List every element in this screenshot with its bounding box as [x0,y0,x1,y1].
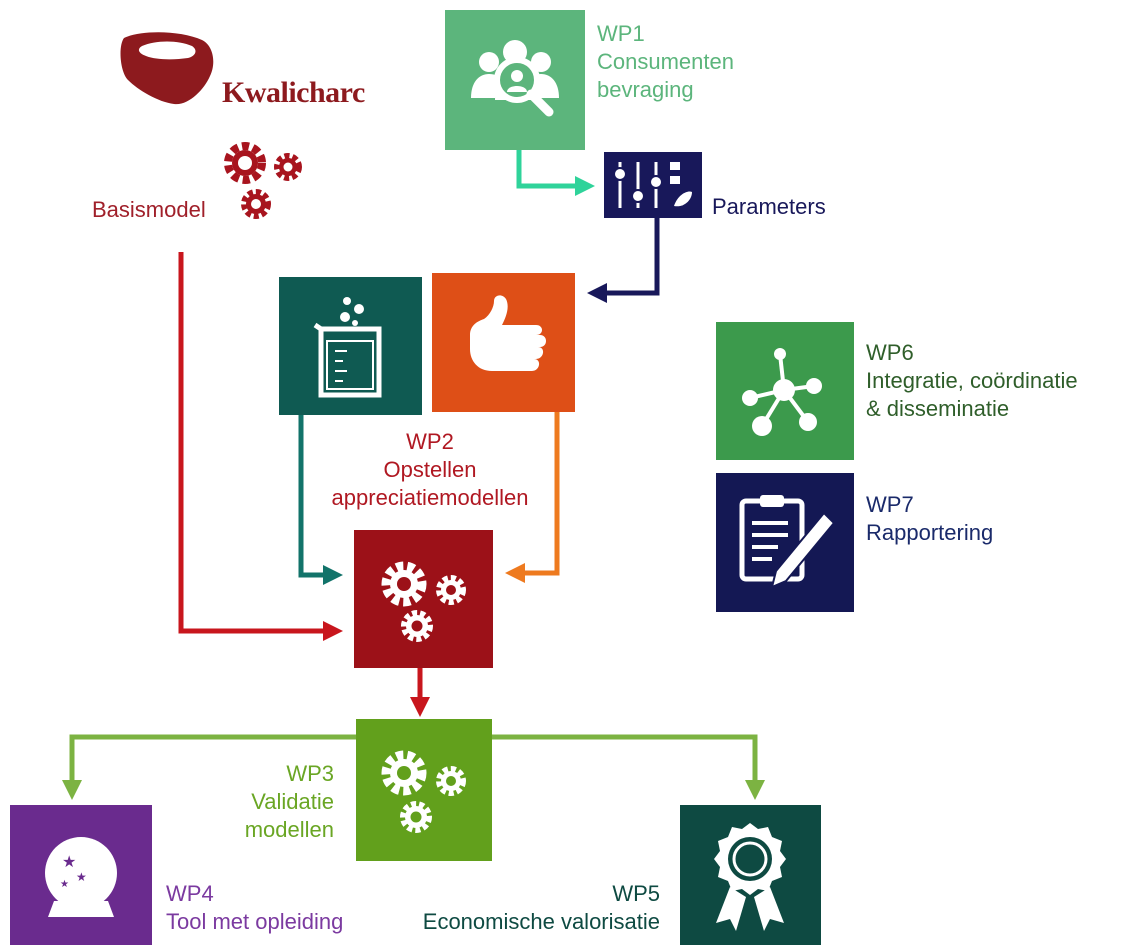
wp6-id: WP6 [866,340,914,365]
wp5-label: WP5 Economische valorisatie [410,880,660,936]
network-icon [742,348,822,436]
gear-icon [381,561,427,607]
arrow-wp1-parameters [516,150,595,196]
arrow-basismodel-wp2 [178,252,343,641]
wp4-line1: Tool met opleiding [166,909,344,935]
wp5-id: WP5 [612,881,660,906]
wp7-line1: Rapportering [866,520,994,546]
gears-icon [381,750,466,833]
wp4-label: WP4 Tool met opleiding [166,880,343,936]
sliders-icon [613,162,692,208]
consumer-search-icon [471,40,559,117]
wp2-box [354,530,493,668]
wp1-label: WP1 Consumenten bevraging [597,20,734,104]
arrow-thumb-wp2 [505,412,560,583]
wp3-box [356,719,492,861]
arrow-flask-wp2 [298,415,343,585]
gear-icon [241,189,271,219]
wp1-box [445,10,585,150]
wp6-line2: & disseminatie [866,396,1010,422]
svg-text:★: ★ [60,879,69,890]
wp4-box: ★★★ [10,805,152,945]
meat-icon [120,32,214,105]
wp2-id: WP2 [406,429,454,454]
wp6-box [716,322,854,460]
beaker-icon [313,297,382,398]
svg-text:★: ★ [62,852,76,871]
flask-box [279,277,422,415]
kwalicharc-wordmark: Kwalicharc [222,76,365,109]
wp3-label: WP3 Validatie modellen [234,760,334,844]
gear-icon [401,610,433,642]
gear-icon [400,801,432,833]
wp5-box [680,805,821,945]
parameters-box [604,152,702,218]
gear-icon [224,142,266,184]
kwalicharc-logo [118,30,218,108]
clipboard-pencil-icon [739,495,836,589]
wp4-id: WP4 [166,881,214,906]
wp6-line1: Integratie, coördinatie [866,368,1078,394]
crystal-ball-icon: ★★★ [45,837,117,917]
wp7-box [716,473,854,612]
wp7-id: WP7 [866,492,914,517]
thumb-box [432,273,575,412]
wp6-label: WP6 Integratie, coördinatie & disseminat… [866,339,1078,423]
gear-icon [381,750,427,796]
wp5-line1: Economische valorisatie [422,909,660,935]
wp1-line1: Consumenten [597,49,734,75]
basismodel-label: Basismodel [92,197,206,222]
wp1-line2: bevraging [597,77,694,103]
wp7-label: WP7 Rapportering [866,491,993,547]
award-ribbon-icon [714,823,786,931]
arrow-parameters-wp2 [587,218,660,303]
wp3-line2: modellen [244,817,334,843]
wp1-id: WP1 [597,21,645,46]
wp3-id: WP3 [286,761,334,786]
wp2-line2: appreciatiemodellen [331,485,529,511]
thumbs-up-icon [470,295,546,371]
gear-icon [274,153,302,181]
wp3-line1: Validatie [251,789,334,815]
gear-icon [436,575,466,605]
wp2-line1: Opstellen [383,457,477,483]
wp2-label: WP2 Opstellen appreciatiemodellen [312,428,548,512]
arrow-wp3-wp5 [492,734,765,800]
parameters-label: Parameters [712,194,826,219]
svg-text:★: ★ [76,870,87,884]
gears-icon [381,561,466,642]
arrow-wp3-wp4 [62,734,356,800]
basismodel-gears [212,130,312,225]
gear-icon [436,766,466,796]
